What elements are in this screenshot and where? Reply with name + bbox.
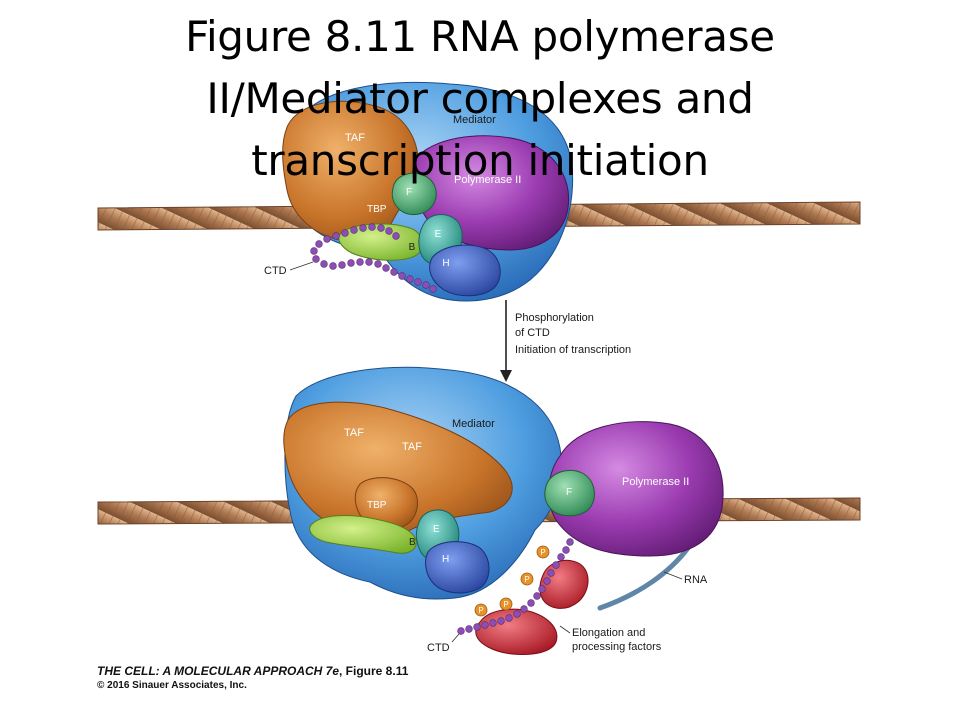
label-b-top: B — [409, 242, 416, 253]
bottom-panel: TBP B E H F P P — [97, 366, 861, 655]
tfiif-bottom — [544, 470, 595, 517]
label-polymerase-bottom: Polymerase II — [622, 476, 689, 488]
tbp-bottom — [354, 477, 419, 530]
label-elongation-line-1: Elongation and — [572, 627, 645, 639]
phosphate-1: P — [536, 545, 550, 559]
top-panel: F B E H Mediator TAF TBP Polym — [97, 82, 861, 302]
credit-book-title: THE CELL: A MOLECULAR APPROACH 7e — [97, 664, 340, 678]
svg-text:P: P — [503, 600, 508, 609]
phosphate-3: P — [499, 597, 513, 611]
phosphate-2: P — [520, 572, 534, 586]
label-rna: RNA — [684, 574, 708, 586]
label-mediator-bottom: Mediator — [452, 418, 495, 430]
credit-figure-number: , Figure 8.11 — [339, 664, 409, 678]
tbp-b-top — [338, 223, 423, 261]
figure-credit: THE CELL: A MOLECULAR APPROACH 7e, Figur… — [97, 664, 408, 692]
label-tbp-top: TBP — [367, 204, 387, 215]
tfiih-bottom — [425, 541, 490, 594]
tfiib-bottom — [309, 515, 417, 554]
ctd-leader-bottom — [451, 633, 460, 643]
label-taf-top: TAF — [345, 132, 365, 144]
svg-text:P: P — [478, 606, 483, 615]
label-ctd-top: CTD — [264, 265, 287, 277]
label-f-bottom: F — [566, 487, 572, 498]
tfiih-top — [429, 244, 501, 297]
title-line-1: Figure 8.11 RNA polymerase — [185, 12, 775, 61]
rna-leader — [663, 571, 683, 580]
arrow-label-line-2: of CTD — [515, 327, 550, 339]
ctd-leader-top — [289, 261, 314, 271]
label-mediator-top: Mediator — [453, 114, 496, 126]
transition-arrow: Phosphorylation of CTD Initiation of tra… — [500, 300, 631, 382]
ctd-chain-top — [310, 223, 437, 293]
slide-title: Figure 8.11 RNA polymerase II/Mediator c… — [60, 6, 900, 192]
title-line-3: transcription initiation — [251, 136, 709, 185]
polymerase-bottom — [548, 421, 724, 557]
label-h-bottom: H — [442, 554, 449, 565]
svg-text:P: P — [540, 548, 545, 557]
label-taf-right-bottom: TAF — [402, 441, 422, 453]
svg-text:P: P — [524, 575, 529, 584]
taf-top — [282, 100, 419, 243]
credit-copyright: © 2016 Sinauer Associates, Inc. — [97, 680, 247, 691]
label-b-bottom: B — [409, 537, 416, 548]
rna-strand — [597, 545, 691, 611]
phosphate-4: P — [474, 603, 488, 617]
ctd-chain-bottom — [457, 538, 574, 635]
label-tbp-bottom: TBP — [367, 500, 387, 511]
phosphate-group: P P P P — [474, 545, 550, 617]
label-elongation-line-2: processing factors — [572, 641, 662, 653]
elongation-leader — [559, 625, 571, 634]
arrow-label-line-1: Phosphorylation — [515, 312, 594, 324]
label-e-bottom: E — [433, 524, 440, 535]
title-line-2: II/Mediator complexes and — [206, 74, 754, 123]
label-e-top: E — [435, 229, 442, 240]
label-f-top: F — [406, 187, 412, 198]
taf-bottom — [283, 401, 513, 538]
label-ctd-bottom: CTD — [427, 642, 450, 654]
credit-book-line: THE CELL: A MOLECULAR APPROACH 7e, Figur… — [97, 664, 408, 679]
label-h-top: H — [442, 258, 449, 269]
label-polymerase-top: Polymerase II — [454, 174, 521, 186]
label-taf-left-bottom: TAF — [344, 427, 364, 439]
arrow-label-line-3: Initiation of transcription — [515, 344, 631, 356]
tfiif-top — [391, 172, 437, 216]
